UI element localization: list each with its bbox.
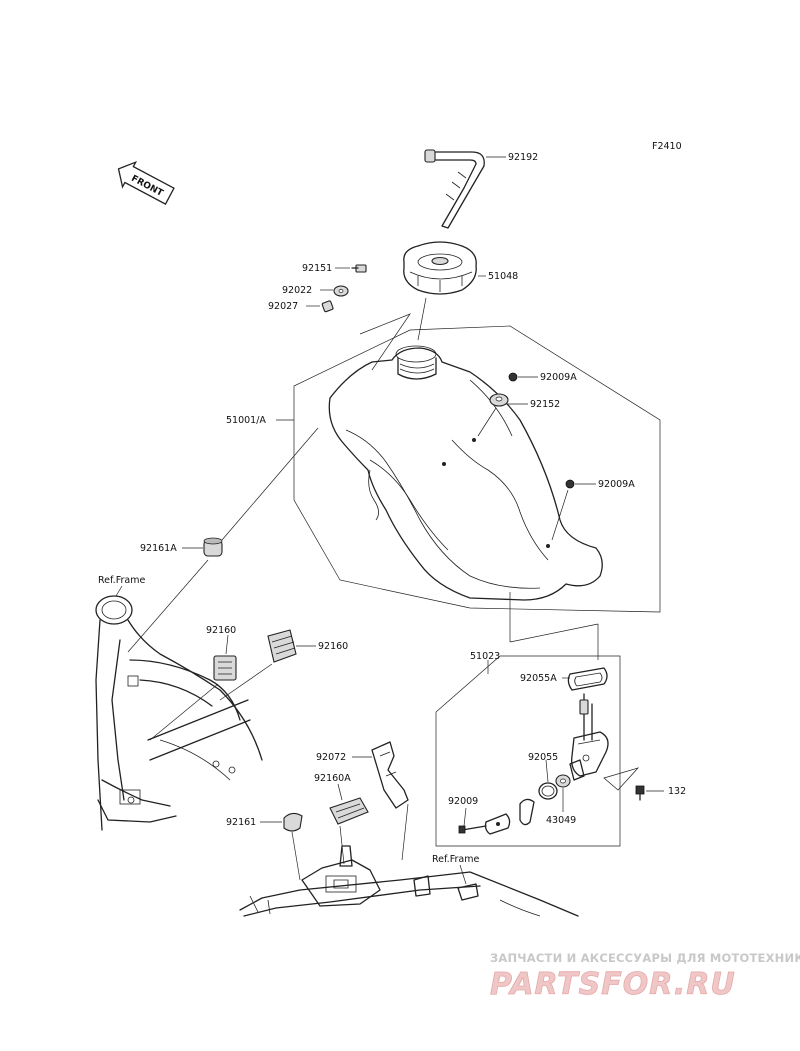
damper-92160-right[interactable] (267, 629, 297, 663)
fuel-cap[interactable] (403, 241, 477, 295)
fuel-cock[interactable] (569, 693, 609, 781)
part-label-92192[interactable]: 92192 (508, 152, 538, 163)
part-label-92009[interactable]: 92009 (448, 796, 478, 807)
part-label-51048[interactable]: 51048 (488, 271, 518, 282)
part-label-92072[interactable]: 92072 (316, 752, 346, 763)
bolt-92009A-top[interactable] (508, 372, 518, 382)
gasket-92055A[interactable] (567, 667, 608, 691)
part-label-92151[interactable]: 92151 (302, 263, 332, 274)
ref-frame-label-left: Ref.Frame (98, 575, 145, 586)
watermark-logo: PARTSFOR.RU (490, 967, 736, 1002)
lever-clip[interactable] (519, 798, 535, 826)
washer-92022[interactable] (333, 285, 349, 297)
part-label-43049[interactable]: 43049 (546, 815, 576, 826)
bolt-92009A-rear[interactable] (565, 479, 575, 489)
bolt-132[interactable] (635, 785, 645, 801)
frame-bottom (239, 845, 579, 917)
front-arrow-icon: FRONT (117, 160, 175, 205)
band-92072[interactable] (371, 741, 409, 809)
damper-92160A[interactable] (329, 797, 369, 825)
part-label-92027[interactable]: 92027 (268, 301, 298, 312)
damper-92152[interactable] (489, 393, 509, 407)
part-label-92152[interactable]: 92152 (530, 399, 560, 410)
part-label-51001A[interactable]: 51001/A (226, 415, 266, 426)
watermark: ЗАПЧАСТИ И АКСЕССУАРЫ ДЛЯ МОТОТЕХНИКИ PA… (490, 951, 800, 1002)
part-label-51023[interactable]: 51023 (470, 651, 500, 662)
part-label-92160-left[interactable]: 92160 (206, 625, 236, 636)
frame-left (95, 595, 263, 831)
washer-43049[interactable] (555, 774, 571, 788)
part-label-92161A[interactable]: 92161A (140, 543, 177, 554)
figure-code: F2410 (652, 141, 682, 152)
o-ring-92055[interactable] (538, 782, 558, 800)
part-label-92055A[interactable]: 92055A (520, 673, 557, 684)
breather-hose[interactable] (424, 149, 485, 229)
grommet-92161A[interactable] (203, 537, 223, 557)
plate-92009[interactable] (484, 813, 511, 835)
part-label-132[interactable]: 132 (668, 786, 686, 797)
damper-92161[interactable] (283, 812, 303, 832)
part-label-92022[interactable]: 92022 (282, 285, 312, 296)
fuel-tank[interactable] (328, 345, 603, 601)
screw-92009[interactable] (458, 825, 487, 834)
part-label-92009A-top[interactable]: 92009A (540, 372, 577, 383)
bolt-92151[interactable] (351, 264, 367, 273)
part-label-92160A[interactable]: 92160A (314, 773, 351, 784)
damper-92160-left[interactable] (213, 655, 237, 681)
watermark-tagline: ЗАПЧАСТИ И АКСЕССУАРЫ ДЛЯ МОТОТЕХНИКИ (490, 951, 800, 965)
collar-92027[interactable] (321, 300, 334, 313)
ref-frame-label-bottom: Ref.Frame (432, 854, 479, 865)
part-label-92161[interactable]: 92161 (226, 817, 256, 828)
part-label-92055[interactable]: 92055 (528, 752, 558, 763)
part-labels: 92192 51048 92151 92022 92027 92009A 921… (140, 152, 686, 828)
part-label-92009A-rear[interactable]: 92009A (598, 479, 635, 490)
part-label-92160-right[interactable]: 92160 (318, 641, 348, 652)
